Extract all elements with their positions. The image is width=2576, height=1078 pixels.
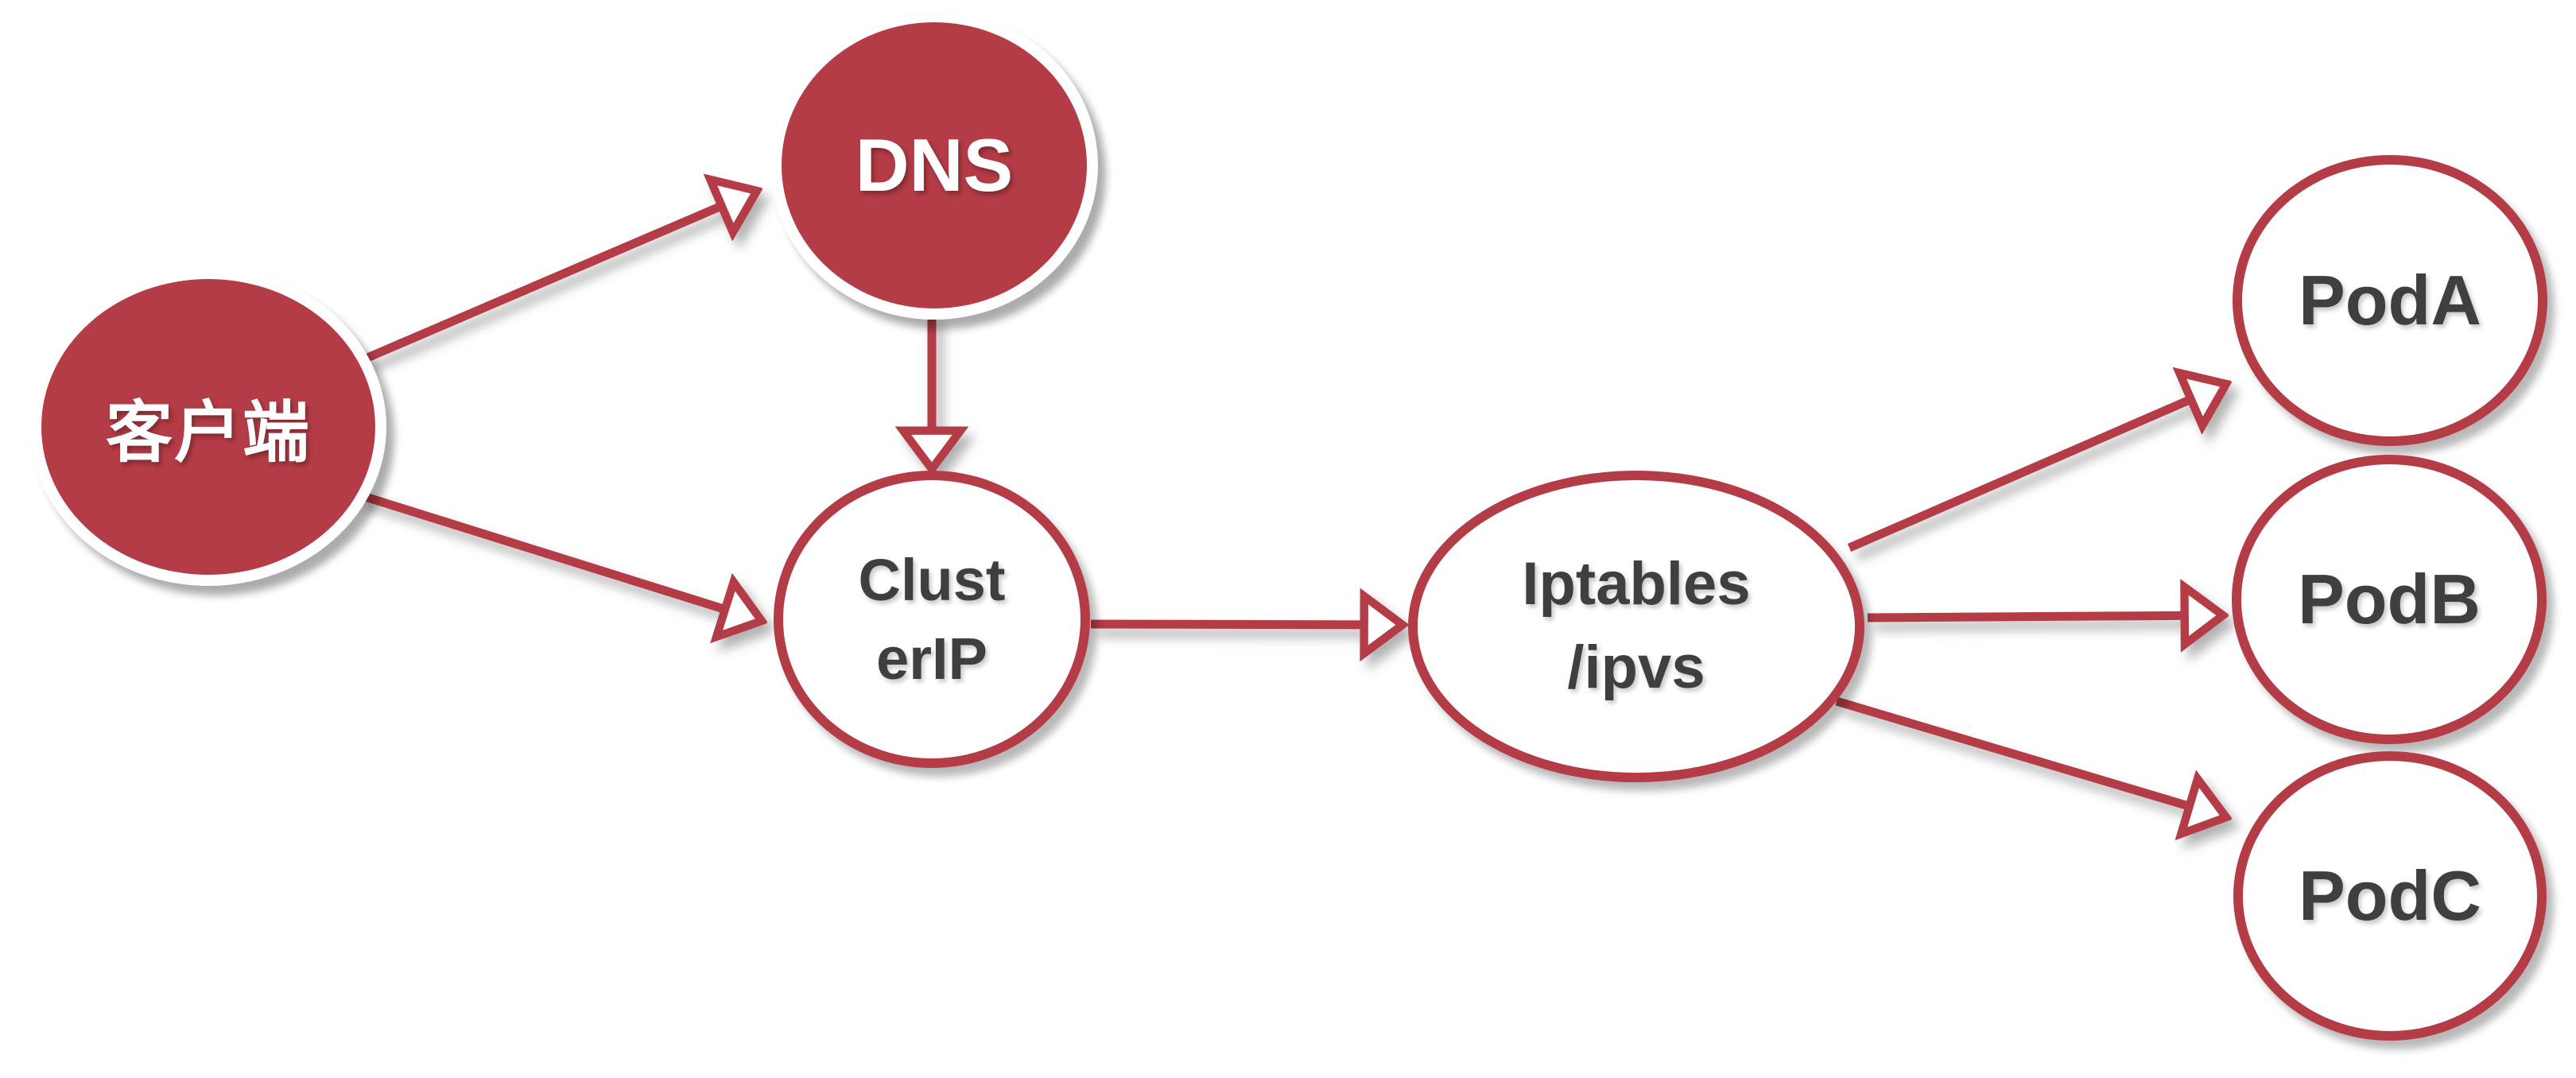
edge-iptables-poda: [1847, 384, 2226, 553]
node-client-label: 客户端: [105, 394, 311, 470]
node-pod-c: PodC: [2233, 751, 2547, 1041]
node-cluster-ip-label: Clust erIP: [858, 546, 1006, 692]
edge-iptables-podb: [1867, 615, 2223, 618]
node-client: 客户端: [30, 268, 386, 586]
edge-client-clusterip: [356, 490, 762, 621]
node-iptables-ipvs: Iptables /ipvs: [1408, 471, 1864, 782]
node-iptables-ipvs-label: Iptables /ipvs: [1522, 550, 1751, 701]
node-pod-c-label: PodC: [2299, 856, 2481, 935]
node-pod-a: PodA: [2233, 155, 2547, 446]
edge-client-dns: [359, 191, 757, 365]
node-pod-b: PodB: [2232, 455, 2547, 744]
edge-iptables-podc: [1835, 696, 2226, 817]
edge-clusterip-iptables: [1090, 624, 1402, 625]
node-dns-label: DNS: [855, 123, 1014, 207]
node-dns: DNS: [770, 11, 1098, 320]
node-pod-a-label: PodA: [2299, 261, 2481, 339]
node-cluster-ip: Clust erIP: [774, 471, 1090, 768]
node-pod-b-label: PodB: [2298, 560, 2481, 638]
